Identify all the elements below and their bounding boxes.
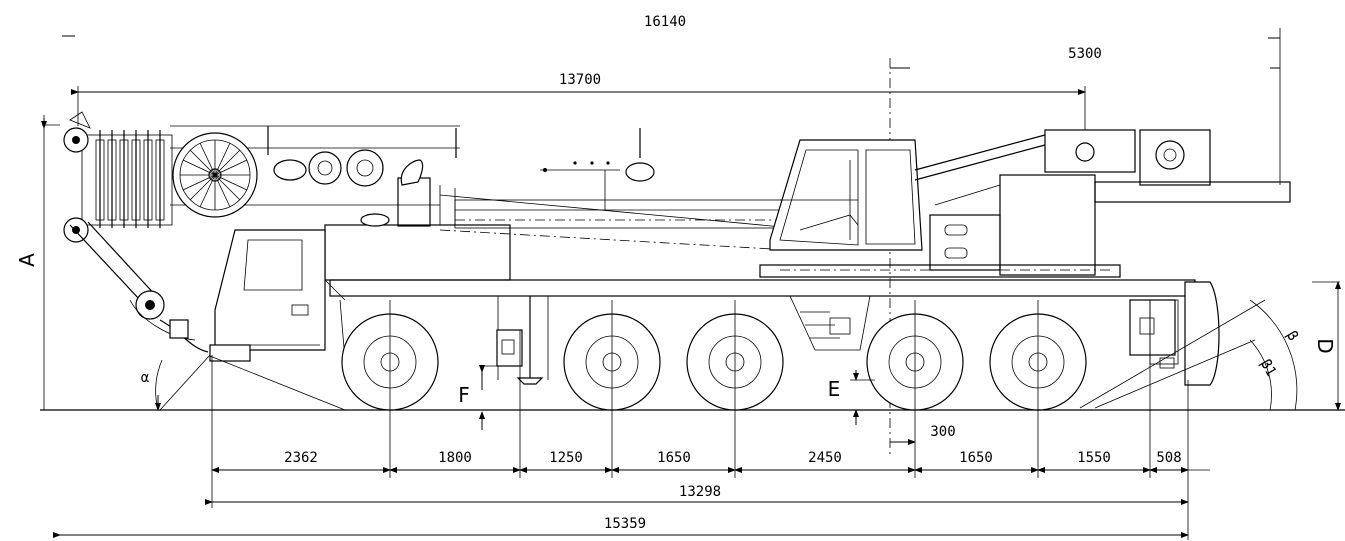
dim-16140-label: 16140 (644, 14, 686, 30)
dim-seg-4: 1650 (657, 450, 691, 466)
dim-seg-5: 2450 (808, 450, 842, 466)
dimension-E: E (828, 370, 875, 425)
dimension-13298: 13298 (205, 484, 1189, 505)
dim-13298-label: 13298 (679, 484, 721, 500)
approach-angle: α (141, 354, 346, 411)
dim-seg-1: 2362 (284, 450, 318, 466)
dim-300-label: 300 (930, 424, 955, 440)
label-F: F (458, 383, 470, 407)
dim-5300-label: 5300 (1068, 46, 1102, 62)
label-E: E (828, 377, 841, 401)
dimension-A: A (15, 115, 60, 410)
driver-cab (214, 229, 346, 361)
boom-head-sheaves (63, 111, 173, 243)
dim-15359-label: 15359 (604, 516, 646, 532)
dim-seg-6: 1650 (959, 450, 993, 466)
dimension-13700: 13700 (71, 72, 1086, 130)
rear-outrigger (1129, 299, 1179, 369)
dim-seg-2: 1800 (438, 450, 472, 466)
label-alpha: α (141, 370, 150, 386)
label-D: D (1313, 338, 1337, 353)
dim-seg-8: 508 (1156, 450, 1181, 466)
crane-operator-cab (769, 139, 923, 251)
dimension-15359: 15359 (53, 516, 1189, 538)
wheels (341, 313, 1087, 411)
label-beta1: β1 (1257, 357, 1279, 380)
dimension-300: 300 (890, 424, 956, 445)
front-outrigger (496, 296, 544, 385)
dimension-16140: 16140 (62, 14, 686, 37)
dimension-F: F (458, 365, 500, 430)
cable-drum (172, 132, 258, 218)
dimension-D: D (1313, 281, 1341, 411)
turntable (759, 264, 1121, 278)
axle-spacing-dimensions: 2362 1800 1250 1650 2450 1650 1550 508 (211, 450, 1210, 473)
dim-13700-label: 13700 (559, 72, 601, 88)
dim-seg-3: 1250 (549, 450, 583, 466)
front-bumper (209, 344, 251, 362)
dimension-5300: 5300 (890, 46, 1280, 69)
rear-counterweight (914, 129, 1291, 276)
rear-end-plate (1184, 281, 1220, 386)
label-A: A (15, 253, 39, 267)
dim-seg-7: 1550 (1077, 450, 1111, 466)
hook-tackle (69, 221, 209, 353)
